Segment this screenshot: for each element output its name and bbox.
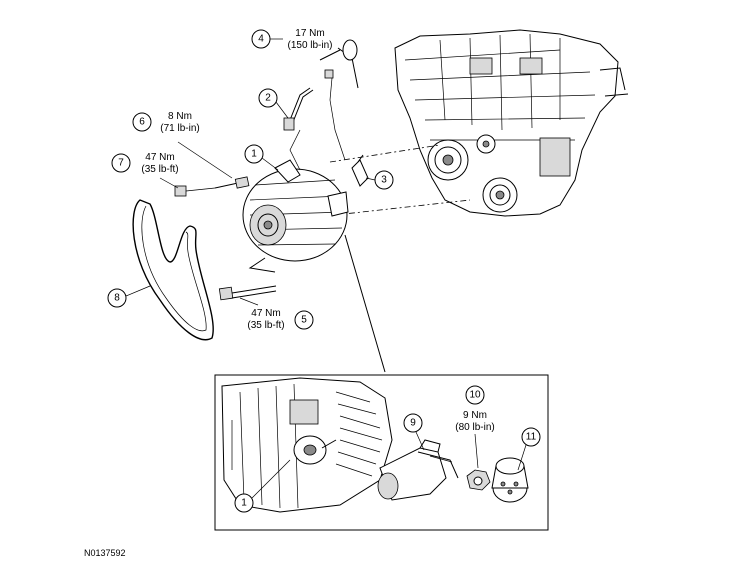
generator-upper-bolt — [214, 176, 250, 189]
torque-7-metric: 47 Nm — [145, 152, 174, 163]
torque-4-metric: 17 Nm — [295, 28, 324, 39]
callout-1-detail: 1 — [241, 498, 247, 509]
callout-2: 2 — [265, 93, 271, 104]
electrical-connector — [351, 154, 369, 187]
callout-6: 6 — [139, 117, 145, 128]
detail-generator-housing — [221, 377, 393, 513]
figure-id: N0137592 — [84, 548, 126, 558]
accessory-drive-belt — [132, 199, 214, 341]
detail-inset: 10 9 Nm (80 lb-in) 9 11 1 — [214, 374, 549, 531]
callout-5: 5 — [301, 315, 307, 326]
callout-10: 10 — [469, 390, 481, 401]
detail-special-tool — [377, 439, 459, 501]
torque-10-metric: 9 Nm — [463, 410, 487, 421]
callout-8: 8 — [114, 293, 120, 304]
callout-11: 11 — [526, 432, 537, 443]
callout-7: 7 — [118, 158, 124, 169]
torque-10-imperial: (80 lb-in) — [455, 422, 494, 433]
callout-group: 4 2 6 1 7 3 8 5 — [107, 29, 394, 330]
callout-9: 9 — [410, 418, 416, 429]
torque-5-metric: 47 Nm — [251, 308, 280, 319]
generator-lower-bolt — [218, 285, 277, 301]
torque-4-imperial: (150 lb-in) — [287, 40, 332, 51]
torque-6-imperial: (71 lb-in) — [160, 123, 199, 134]
generator-illustration — [242, 159, 349, 273]
torque-5-imperial: (35 lb-ft) — [247, 320, 284, 331]
wiring-harness — [283, 39, 359, 171]
engine-illustration — [394, 29, 629, 217]
torque-7-imperial: (35 lb-ft) — [141, 164, 178, 175]
callout-1: 1 — [251, 149, 257, 160]
detail-socket — [491, 457, 529, 503]
detail-pulley-nut — [466, 469, 491, 491]
callout-4: 4 — [258, 34, 264, 45]
torque-6-metric: 8 Nm — [168, 111, 192, 122]
stud-nut — [174, 185, 216, 197]
torque-labels: 17 Nm (150 lb-in) 8 Nm (71 lb-in) 47 Nm … — [141, 28, 332, 331]
callout-3: 3 — [381, 175, 387, 186]
